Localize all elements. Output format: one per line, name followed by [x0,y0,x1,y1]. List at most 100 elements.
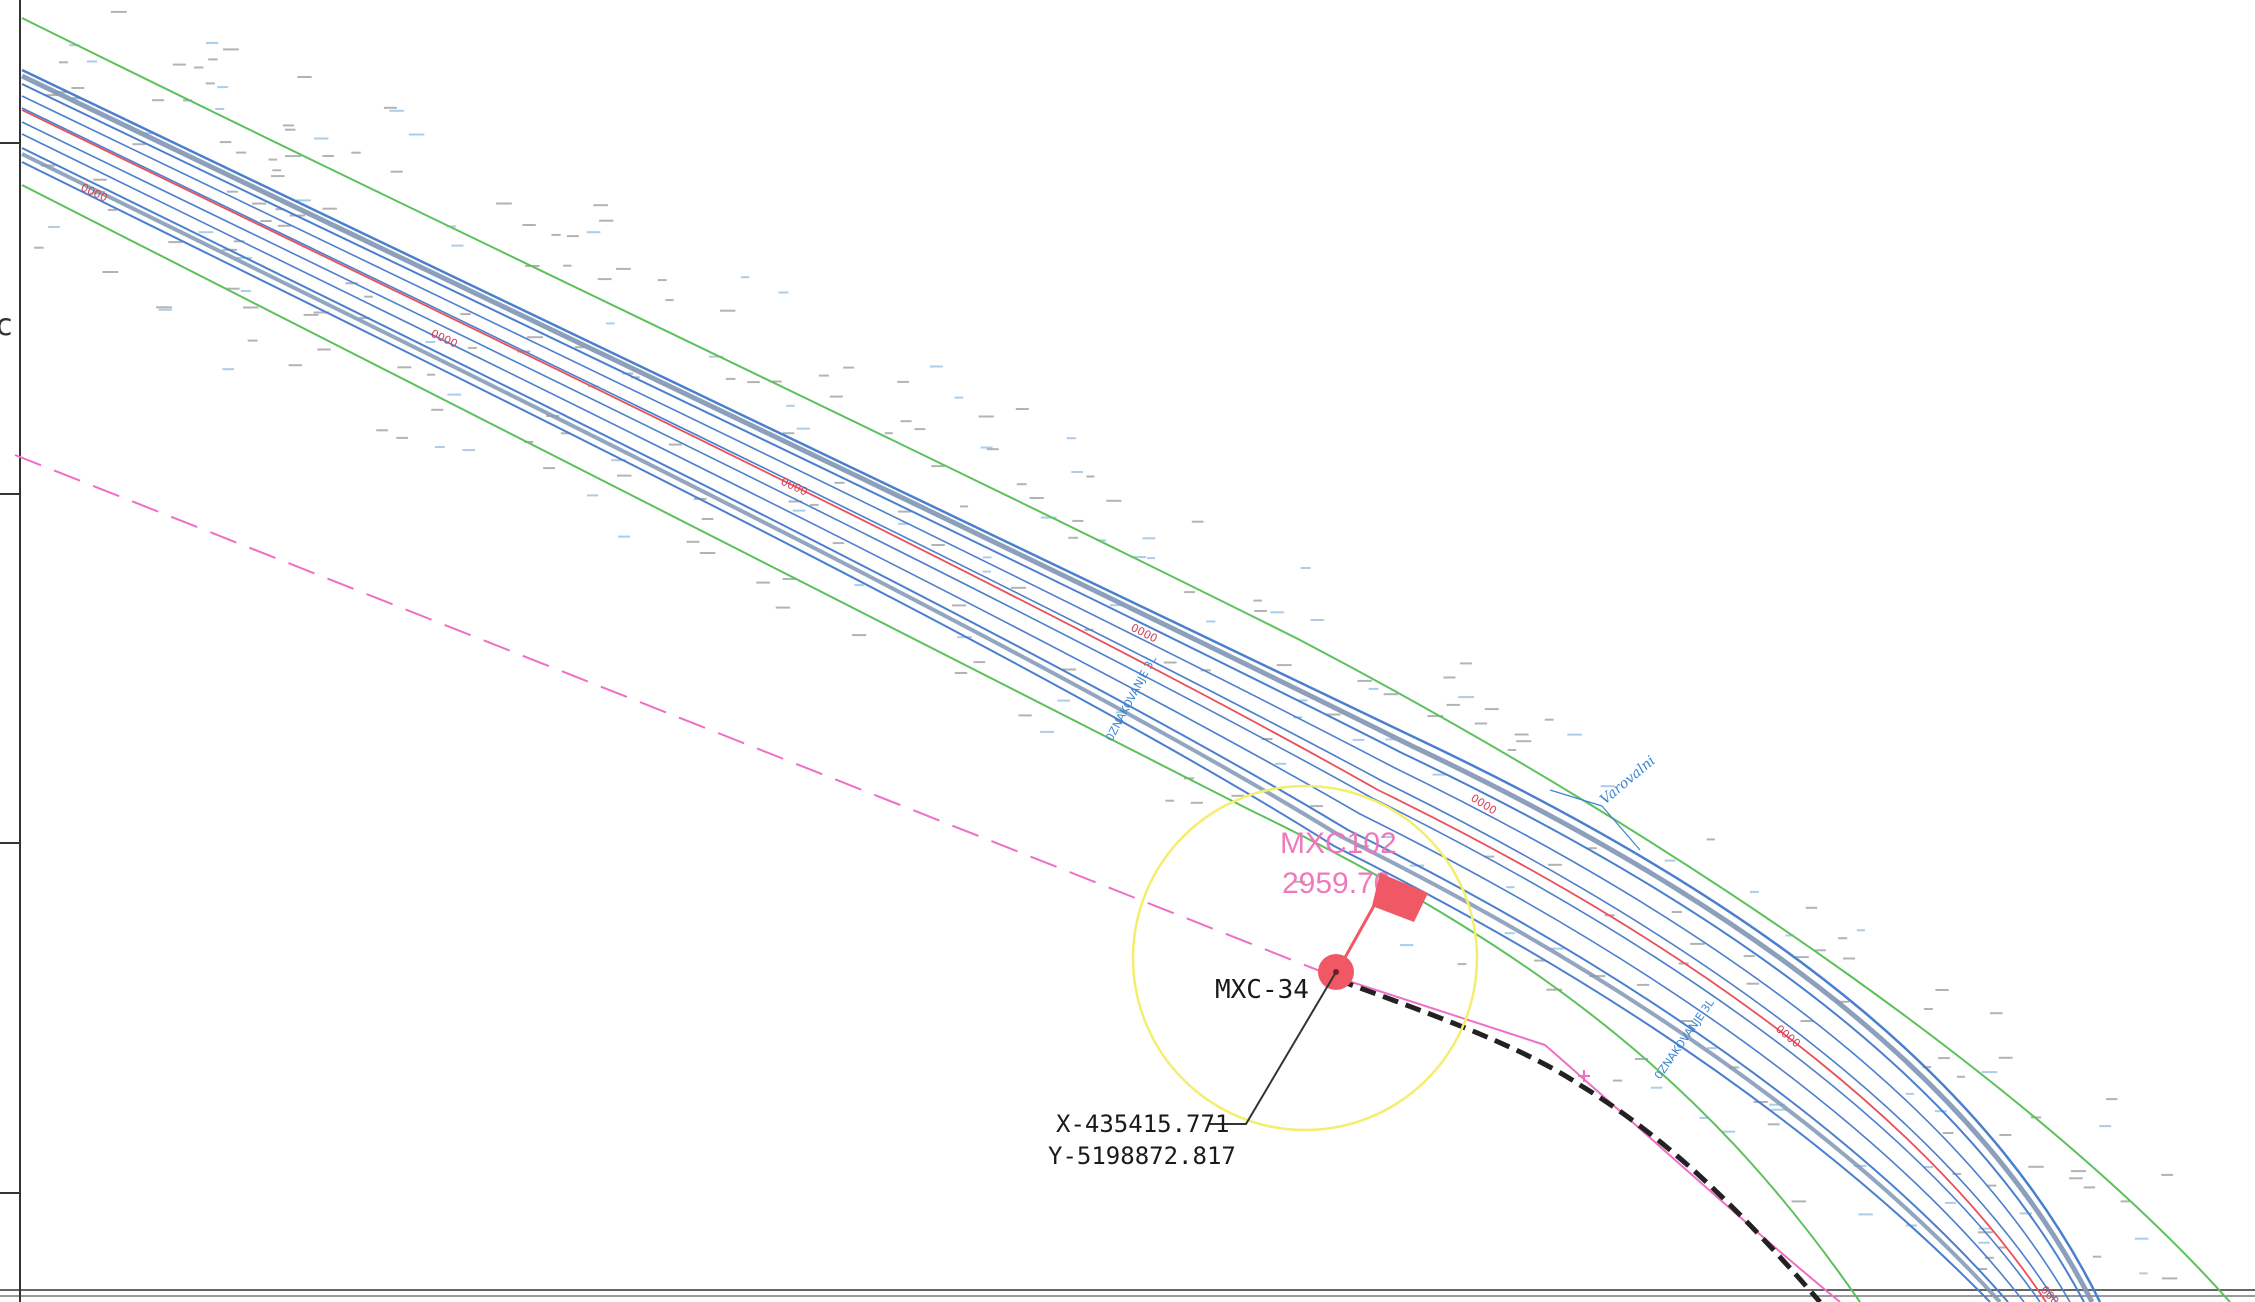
spot-height-mark [1072,519,1084,522]
spot-height-mark [786,404,795,407]
road-edge-3 [21,147,2009,1302]
spot-height-mark [1999,1134,2012,1136]
spot-height-mark [560,432,570,435]
spot-height-mark [217,86,229,89]
spot-height-mark [818,374,829,377]
spot-height-mark [567,235,579,238]
spot-height-mark [1294,880,1305,883]
spot-height-mark [931,544,945,546]
spot-height-mark [345,282,358,285]
spot-height-mark [233,240,245,243]
spot-height-mark [2120,1200,2130,1203]
spot-height-mark [208,58,218,61]
spot-height-mark [132,143,146,146]
spot-height-mark [884,432,893,435]
spot-height-mark [240,290,251,292]
spot-height-mark [2092,1255,2102,1258]
spot-height-mark [756,581,770,584]
spot-height-mark [2070,1170,2086,1173]
spot-height-mark [543,467,555,470]
spot-height-mark [1858,1213,1873,1216]
pink-cross-mark [1578,1070,1590,1082]
spot-height-mark [618,535,630,538]
control-point-id: MXC-34 [1215,975,1309,1005]
spot-height-mark [467,346,477,349]
pink-boundary-dashed [14,454,1331,976]
spot-height-mark [778,291,789,294]
spot-height-mark [1945,1201,1956,1204]
spot-height-mark [1131,556,1147,559]
road-edge-hatched-2 [21,152,2002,1302]
spot-height-mark [275,208,284,211]
spot-height-mark [720,309,736,312]
spot-height-mark [1275,762,1287,765]
spot-height-mark [223,48,239,51]
x-coordinate: X-435415.771 [1056,1110,1229,1138]
spot-height-mark [897,380,910,383]
spot-height-mark [782,432,795,435]
spot-height-mark [1010,586,1027,589]
spot-height-mark [1743,955,1755,958]
spot-height-mark [1326,713,1341,716]
spot-height-mark [215,108,225,110]
spot-height-mark [2134,1237,2149,1240]
spot-height-mark [1934,1110,1947,1113]
spot-height-mark [1938,1057,1950,1060]
spot-height-mark [1793,956,1809,959]
spot-height-mark [1310,805,1323,808]
spot-height-mark [708,355,724,358]
spot-height-mark [1746,982,1760,985]
spot-height-mark [2028,1165,2044,1168]
station-value: 2959.70 [1282,867,1390,900]
road-edge-2 [21,83,2085,1302]
spot-height-mark [973,661,986,664]
spot-height-mark [1443,676,1456,679]
spot-height-mark [782,578,797,580]
spot-height-mark [1484,855,1495,858]
spot-height-mark [960,505,969,508]
spot-height-mark [1191,520,1204,523]
spot-height-mark [978,415,994,418]
spot-height-mark [158,308,173,311]
spot-height-mark [1612,1079,1623,1082]
spot-height-mark [775,606,791,609]
spot-height-mark [1650,1086,1663,1089]
spot-height-mark [1057,699,1070,702]
spot-height-mark [617,474,632,477]
spot-height-mark [657,279,667,282]
spot-height-mark [1767,1123,1780,1126]
spot-height-mark [668,443,682,446]
spot-height-mark [45,94,58,97]
spot-height-mark [225,287,240,290]
spot-height-mark [1190,801,1203,804]
spot-height-mark [563,264,572,267]
spot-height-mark [34,246,44,249]
spot-height-mark [1815,949,1826,952]
spot-height-mark [606,322,615,325]
spot-height-mark [2099,1125,2112,1128]
spot-height-mark [522,224,536,226]
spot-height-mark [954,396,964,399]
spot-height-mark [1297,699,1308,702]
spot-height-mark [1310,619,1325,621]
spot-height-mark [527,336,543,339]
spot-height-mark [314,137,329,140]
spot-height-mark [1838,937,1848,940]
spot-height-mark [575,346,584,349]
spot-height-mark [462,449,476,452]
spot-height-mark [1843,957,1855,960]
spot-height-mark [2019,1212,2033,1215]
road-lane-2 [21,107,2057,1302]
spot-height-mark [282,124,295,127]
y-coordinate: Y-5198872.817 [1048,1142,1236,1170]
spot-height-mark [851,634,867,637]
spot-height-mark [71,87,85,89]
spot-height-mark [1427,715,1444,718]
spot-height-mark [1634,1058,1649,1060]
spot-height-mark [611,459,627,462]
spot-height-mark [796,427,810,430]
spot-height-mark [496,202,512,205]
